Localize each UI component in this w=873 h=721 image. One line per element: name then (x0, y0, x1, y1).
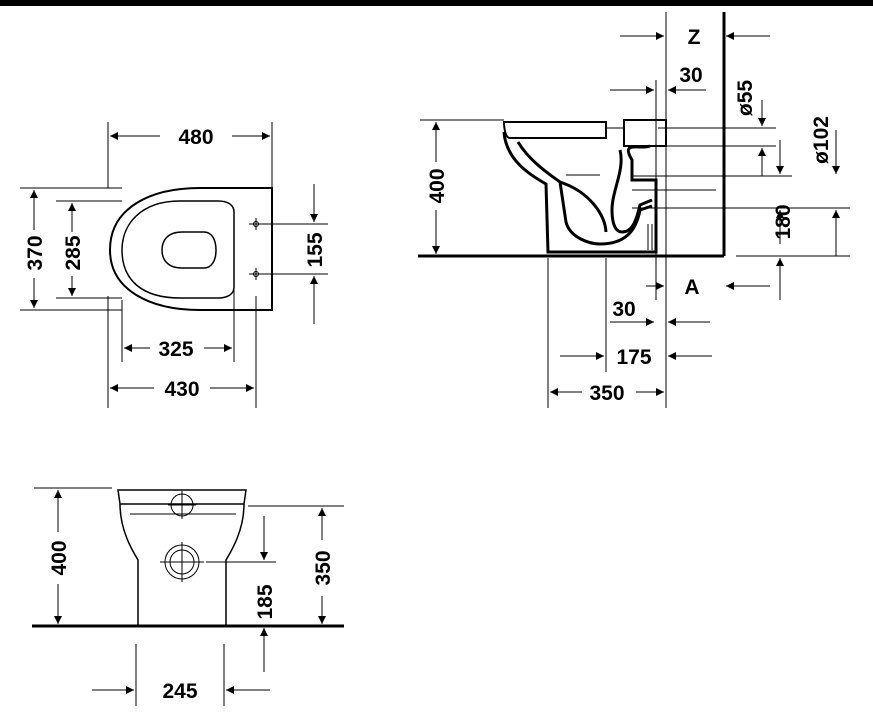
fixing-hole-icon (249, 218, 263, 230)
dim-370: 370 (24, 235, 47, 270)
dim-dia-102: ø102 (810, 116, 833, 164)
dim-325: 325 (158, 338, 193, 361)
front-dim-185: 185 (254, 584, 277, 619)
top-border-bar (0, 0, 873, 6)
inlet-circle-icon (168, 491, 196, 519)
label-a: A (684, 276, 699, 299)
side-bowl (502, 131, 658, 254)
front-view: 400 185 350 245 (32, 487, 344, 706)
plan-bowl-inner (121, 200, 235, 299)
front-bowl (119, 503, 245, 627)
dim-30-bottom: 30 (612, 298, 635, 321)
dim-30-top: 30 (679, 64, 702, 87)
dim-430: 430 (164, 378, 199, 401)
top-view: 480 370 285 155 325 430 (20, 122, 328, 408)
dim-175: 175 (616, 346, 651, 369)
side-view: 400 Z 30 ø55 ø102 180 A (418, 12, 850, 408)
dim-dia-55: ø55 (734, 80, 757, 117)
dim-285: 285 (62, 235, 85, 270)
outlet-circle-icon (160, 542, 204, 582)
plan-outline (108, 187, 273, 311)
dim-480: 480 (178, 126, 213, 149)
front-dim-400: 400 (48, 540, 71, 575)
side-trap (516, 141, 653, 246)
dim-180: 180 (772, 204, 795, 239)
dim-155: 155 (304, 232, 327, 267)
side-connector (623, 119, 667, 147)
fixing-hole-icon (249, 268, 263, 280)
side-rim (502, 121, 607, 139)
front-dim-350: 350 (312, 550, 335, 585)
dim-350-side: 350 (589, 382, 624, 405)
front-dim-245: 245 (162, 680, 197, 703)
side-dim-400: 400 (426, 168, 449, 203)
plan-outlet (161, 231, 217, 269)
label-z: Z (688, 26, 701, 49)
